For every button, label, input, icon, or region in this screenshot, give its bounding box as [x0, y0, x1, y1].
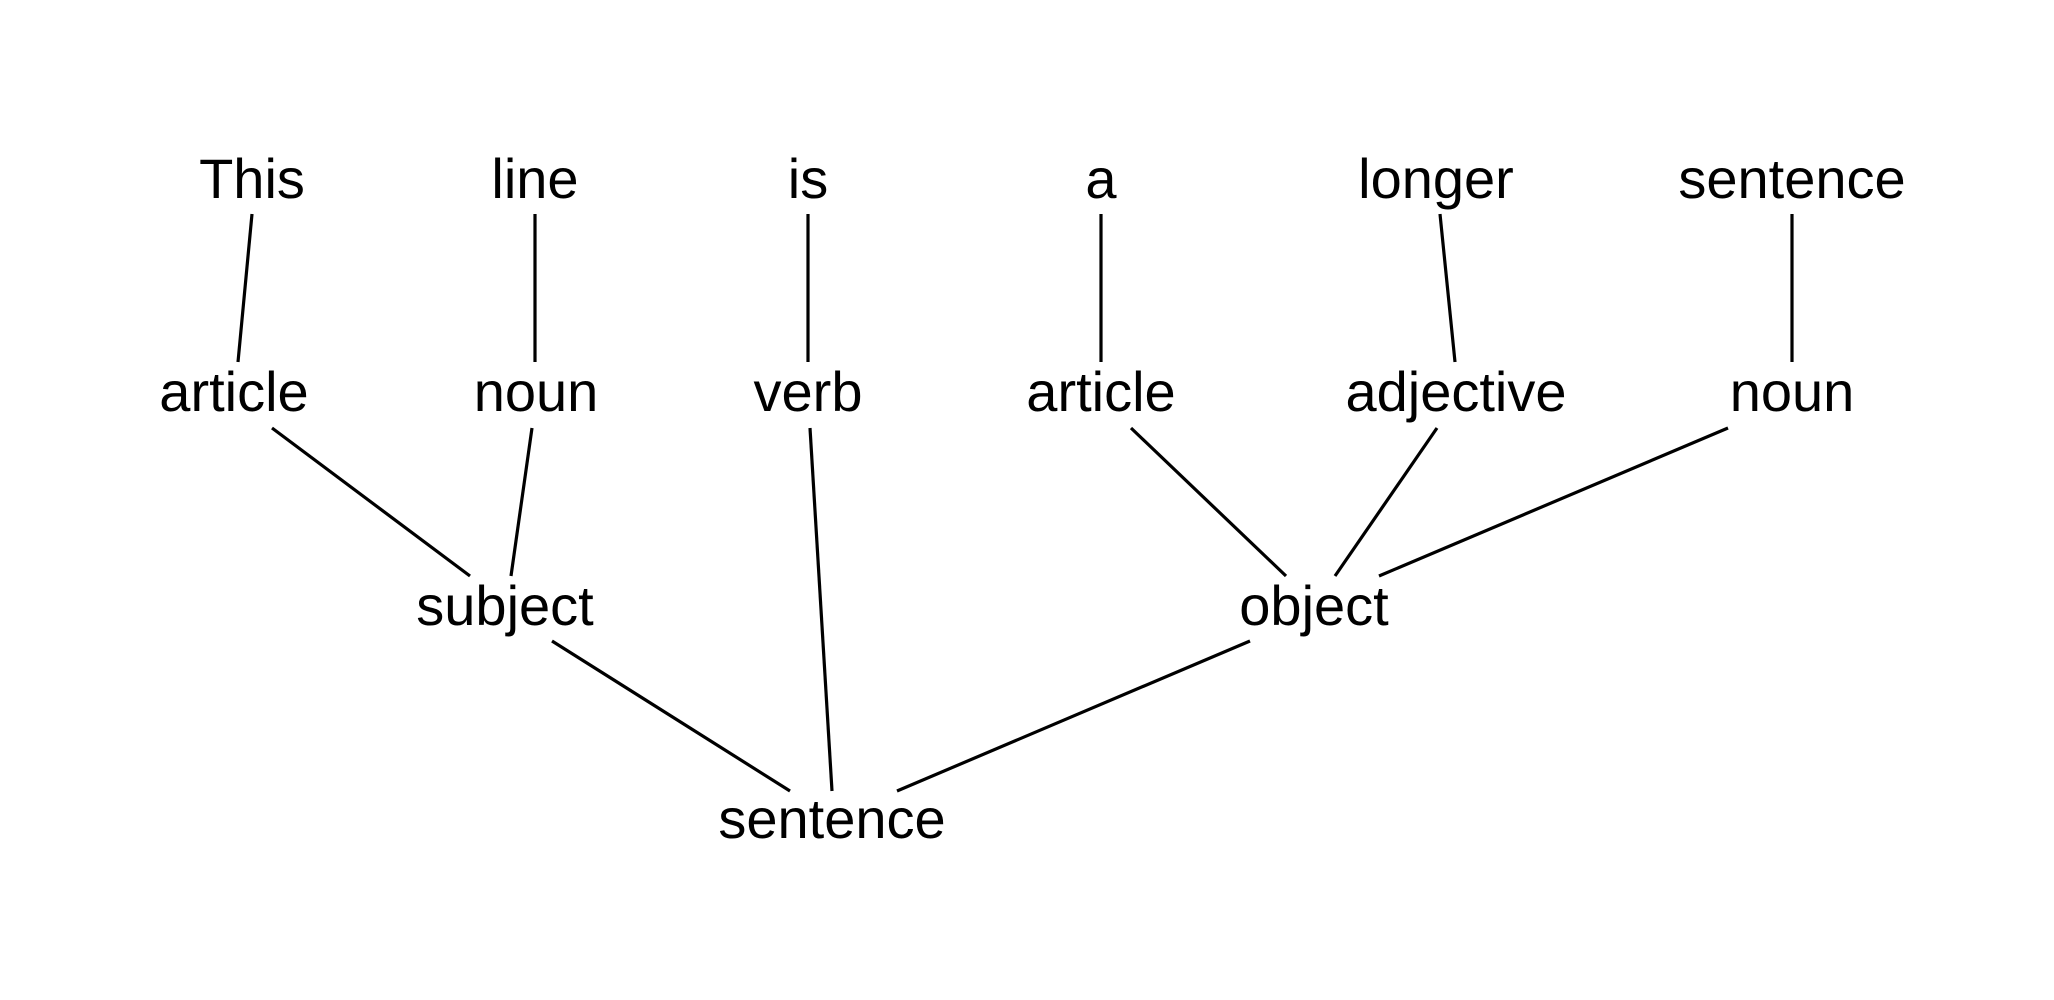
pos-noun-2: noun: [1730, 360, 1855, 423]
edge-object-sentence: [896, 639, 1251, 793]
word-sentence: sentence: [1678, 147, 1905, 210]
edge-noun-subject: [509, 427, 534, 577]
pos-article-1: article: [159, 360, 308, 423]
root-sentence: sentence: [718, 787, 945, 850]
pos-verb: verb: [754, 360, 863, 423]
edge-article-object: [1129, 426, 1288, 578]
pos-noun-1: noun: [474, 360, 599, 423]
edge-longer-adjective: [1438, 213, 1457, 363]
pos-adjective: adjective: [1345, 360, 1566, 423]
edge-this-article: [236, 213, 254, 363]
pos-article-2: article: [1026, 360, 1175, 423]
word-a: a: [1085, 147, 1117, 210]
word-this: This: [199, 147, 305, 210]
phrase-object: object: [1239, 574, 1389, 637]
word-is: is: [788, 147, 828, 210]
edge-noun-object: [1378, 426, 1729, 578]
edge-subject-sentence: [551, 639, 791, 793]
phrase-subject: subject: [416, 574, 594, 637]
word-longer: longer: [1358, 147, 1514, 210]
edge-verb-sentence: [808, 427, 834, 792]
word-line: line: [491, 147, 578, 210]
edge-adjective-object: [1333, 427, 1439, 577]
edge-article-subject: [271, 426, 471, 578]
